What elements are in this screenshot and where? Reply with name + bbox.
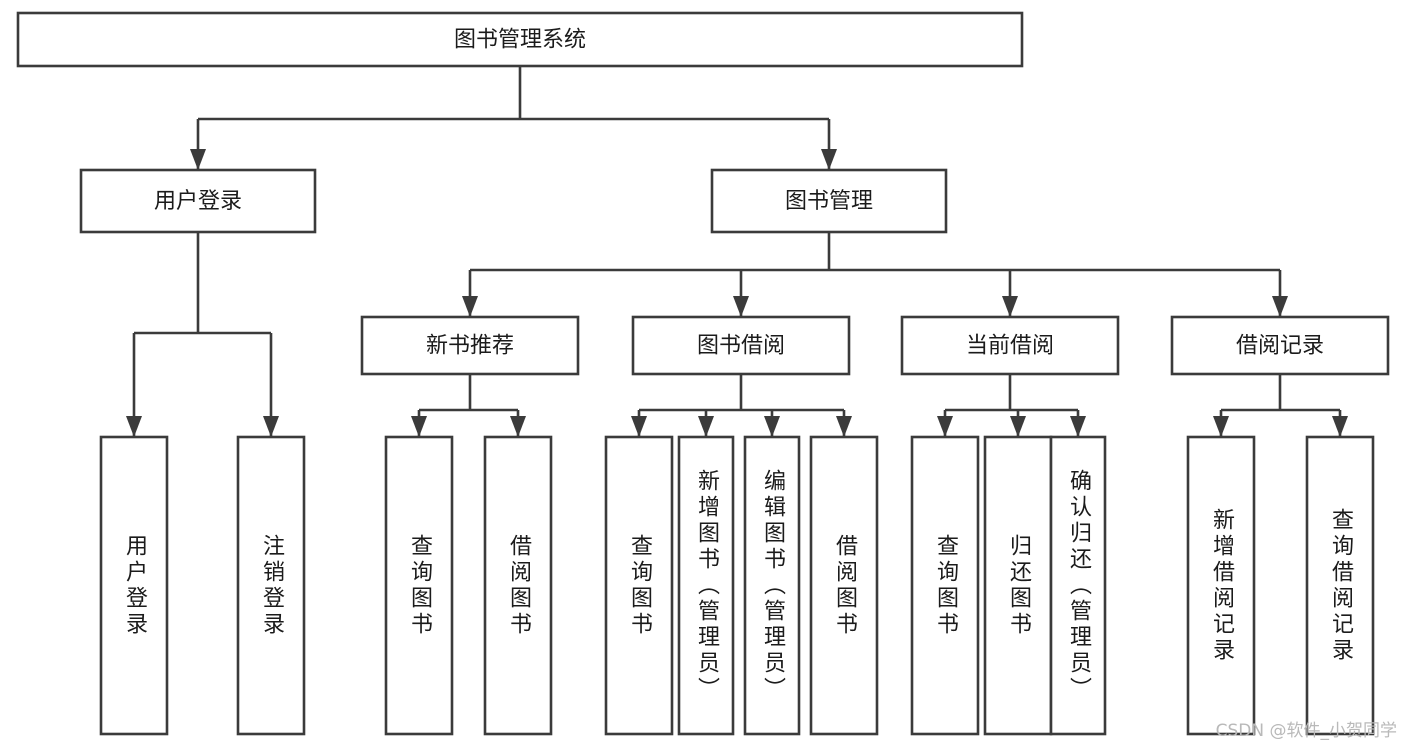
node-level3-1[interactable] — [631, 315, 851, 376]
arrow-down-icon — [1272, 296, 1288, 317]
node-level3-2[interactable] — [900, 315, 1120, 376]
arrow-down-icon — [1002, 296, 1018, 317]
arrow-down-icon — [1213, 416, 1229, 437]
arrow-down-icon — [631, 416, 647, 437]
node-leaf-12[interactable] — [1305, 435, 1375, 736]
node-leaf-3[interactable] — [483, 435, 553, 736]
arrow-down-icon — [821, 149, 837, 170]
node-root[interactable] — [16, 11, 1024, 68]
node-leaf-7[interactable] — [809, 435, 879, 736]
node-root-label: 图书管理系统 — [454, 28, 586, 53]
node-leaf-0[interactable] — [99, 435, 169, 736]
node-leaf-6[interactable] — [743, 435, 801, 736]
node-leaf-11[interactable] — [1186, 435, 1256, 736]
node-leaf-8[interactable] — [910, 435, 980, 736]
node-level3-label-0: 新书推荐 — [426, 334, 514, 359]
boxes-layer — [16, 11, 1390, 736]
node-level3-0[interactable] — [360, 315, 580, 376]
arrow-down-icon — [1010, 416, 1026, 437]
arrow-down-icon — [510, 416, 526, 437]
node-leaf-10[interactable] — [1049, 435, 1107, 736]
arrow-down-icon — [836, 416, 852, 437]
arrow-down-icon — [190, 149, 206, 170]
node-level2-0[interactable] — [79, 168, 317, 234]
arrow-down-icon — [462, 296, 478, 317]
connectors-layer — [126, 66, 1348, 437]
arrow-down-icon — [733, 296, 749, 317]
node-leaf-5[interactable] — [677, 435, 735, 736]
arrow-down-icon — [263, 416, 279, 437]
node-level2-label-1: 图书管理 — [785, 189, 873, 214]
csdn-watermark: CSDN @软件_小贺同学 — [1215, 721, 1397, 741]
arrow-down-icon — [1332, 416, 1348, 437]
node-level3-label-3: 借阅记录 — [1236, 334, 1324, 359]
node-leaf-2[interactable] — [384, 435, 454, 736]
node-level2-label-0: 用户登录 — [154, 189, 242, 214]
node-leaf-1[interactable] — [236, 435, 306, 736]
node-leaf-9[interactable] — [983, 435, 1053, 736]
arrow-down-icon — [764, 416, 780, 437]
node-level2-1[interactable] — [710, 168, 948, 234]
arrow-down-icon — [937, 416, 953, 437]
node-level3-label-1: 图书借阅 — [697, 334, 785, 359]
arrow-down-icon — [698, 416, 714, 437]
node-level3-3[interactable] — [1170, 315, 1390, 376]
node-level3-label-2: 当前借阅 — [966, 334, 1054, 359]
arrow-down-icon — [126, 416, 142, 437]
node-leaf-4[interactable] — [604, 435, 674, 736]
arrow-down-icon — [411, 416, 427, 437]
arrow-down-icon — [1070, 416, 1086, 437]
